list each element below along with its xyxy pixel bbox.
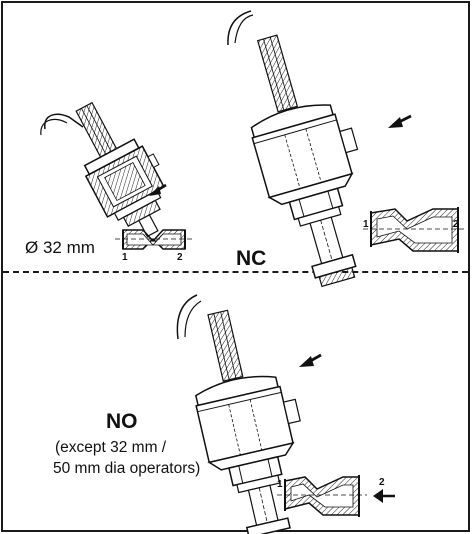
port-2-no-valve: 2	[379, 477, 385, 488]
no-label: NO	[106, 410, 138, 433]
nc-label: NC	[236, 247, 267, 270]
port-2-small-valve: 2	[177, 252, 183, 263]
panel-divider	[3, 271, 468, 273]
diameter-label: Ø 32 mm	[25, 238, 95, 257]
exception-note-line1: (except 32 mm /	[55, 439, 167, 456]
port-2-nc-valve: 2	[453, 219, 459, 230]
port-1-nc-valve: 1	[363, 219, 369, 230]
large-valve-no	[176, 294, 395, 534]
port-1-small-valve: 1	[122, 252, 128, 263]
small-valve-32mm	[40, 101, 193, 250]
large-valve-nc	[227, 10, 466, 288]
port-1-no-valve: 1	[277, 479, 283, 490]
valve-drawings	[40, 10, 466, 534]
exception-note-line2: 50 mm dia operators)	[53, 460, 201, 477]
